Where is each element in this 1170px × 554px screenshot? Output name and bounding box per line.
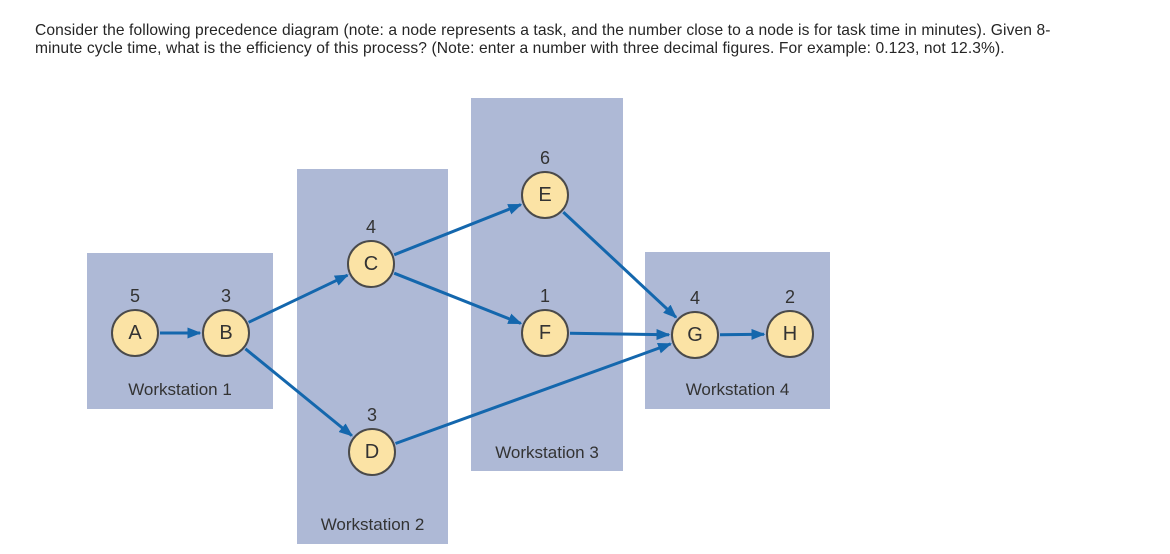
arrow-B-C — [247, 273, 349, 324]
task-time-E: 6 — [539, 148, 550, 168]
task-node-label: H — [782, 322, 798, 345]
workstation-label-1: Workstation 1 — [128, 380, 232, 399]
question-text: Consider the following precedence diagra… — [35, 22, 1051, 58]
task-node-B: B — [202, 309, 250, 357]
task-time-G: 4 — [689, 288, 700, 308]
task-node-label: E — [538, 183, 552, 206]
task-time-C: 4 — [365, 217, 376, 237]
task-node-D: D — [348, 428, 396, 476]
arrow-C-F — [393, 271, 523, 325]
task-time-B: 3 — [220, 286, 231, 306]
task-node-G: G — [671, 311, 719, 359]
task-node-label: G — [687, 323, 703, 346]
task-node-label: C — [363, 252, 379, 275]
task-node-C: C — [347, 240, 395, 288]
task-node-E: E — [521, 171, 569, 219]
task-node-label: D — [364, 440, 380, 463]
question-line-1: Consider the following precedence diagra… — [35, 22, 1051, 39]
workstation-label-4: Workstation 4 — [685, 380, 790, 399]
task-time-F: 1 — [539, 286, 550, 306]
task-node-A: A — [111, 309, 159, 357]
arrow-C-E — [393, 203, 523, 257]
workstation-label-3: Workstation 3 — [495, 443, 599, 462]
arrow-B-D — [244, 347, 353, 437]
workstation-label-2: Workstation 2 — [320, 515, 425, 534]
task-node-H: H — [766, 310, 814, 358]
task-node-F: F — [521, 309, 569, 357]
question-line-2: minute cycle time, what is the efficienc… — [35, 40, 1005, 57]
task-time-D: 3 — [366, 405, 377, 425]
workstation-box-3: Workstation 3 — [471, 98, 623, 471]
arrow-F-G — [569, 329, 671, 341]
task-time-H: 2 — [784, 287, 795, 307]
task-time-A: 5 — [129, 286, 140, 306]
arrow-E-G — [562, 211, 678, 319]
task-node-label: A — [128, 321, 142, 344]
arrow-D-G — [394, 342, 673, 445]
task-node-label: B — [219, 321, 233, 344]
workstation-box-2: Workstation 2 — [297, 169, 448, 544]
task-node-label: F — [538, 321, 552, 344]
